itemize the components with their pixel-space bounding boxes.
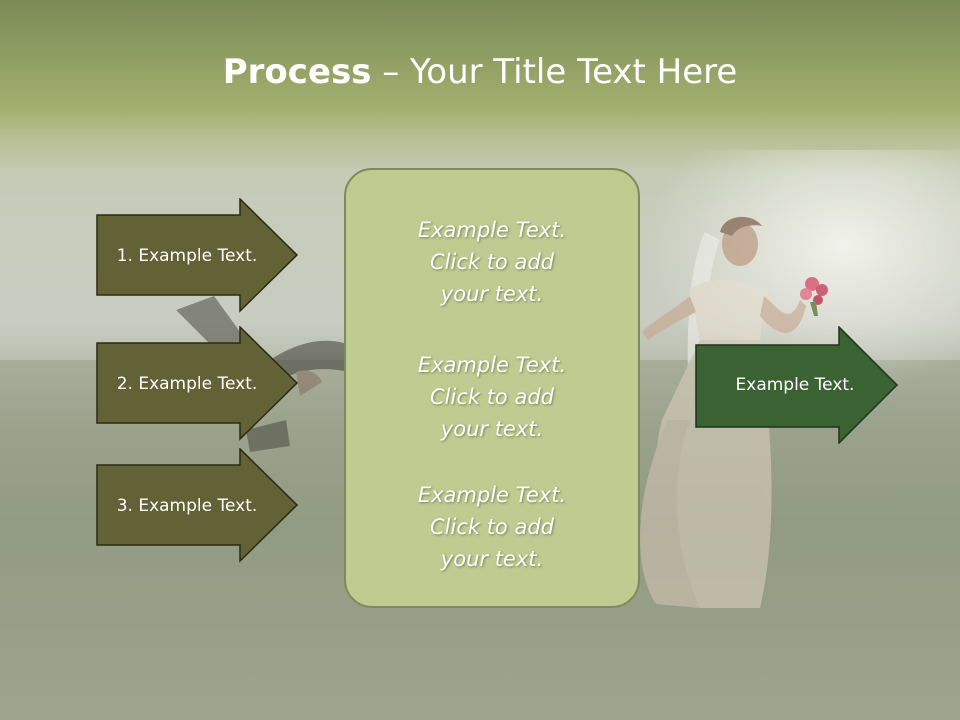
center-text-line: your text. — [440, 547, 544, 571]
right-arrow-shape-icon — [96, 326, 299, 441]
center-text-line: Click to add — [429, 515, 554, 539]
bouquet — [800, 277, 828, 316]
center-text-block-3[interactable]: Example Text. Click to add your text. — [346, 479, 638, 575]
title-rest-part: – Your Title Text Here — [371, 52, 738, 92]
right-arrow-label: Example Text. — [735, 375, 855, 395]
left-arrow-2[interactable]: 2. Example Text. — [96, 326, 299, 441]
left-arrow-3[interactable]: 3. Example Text. — [96, 448, 299, 563]
center-text-block-1[interactable]: Example Text. Click to add your text. — [346, 214, 638, 310]
left-arrow-label: 3. Example Text. — [116, 495, 258, 516]
right-arrow-shape-icon — [96, 198, 299, 313]
right-arrow-shape-icon — [695, 326, 899, 444]
center-text-block-2[interactable]: Example Text. Click to add your text. — [346, 349, 638, 445]
left-arrow-1[interactable]: 1. Example Text. — [96, 198, 299, 313]
center-text-line: Click to add — [429, 385, 554, 409]
right-output-arrow[interactable]: Example Text. — [695, 326, 899, 444]
center-text-line: Example Text. — [417, 218, 567, 242]
center-text-box[interactable]: Example Text. Click to add your text. Ex… — [344, 168, 640, 608]
center-text-line: your text. — [440, 417, 544, 441]
left-arrow-label: 2. Example Text. — [116, 373, 258, 394]
groom-figure — [176, 296, 352, 452]
slide-title[interactable]: Process – Your Title Text Here — [0, 52, 960, 92]
title-bold-part: Process — [222, 52, 372, 92]
center-text-line: Example Text. — [417, 353, 567, 377]
right-arrow-shape-icon — [96, 448, 299, 563]
left-arrow-label: 1. Example Text. — [116, 245, 258, 266]
center-text-line: Click to add — [429, 250, 554, 274]
center-text-line: your text. — [440, 282, 544, 306]
center-text-line: Example Text. — [417, 483, 567, 507]
